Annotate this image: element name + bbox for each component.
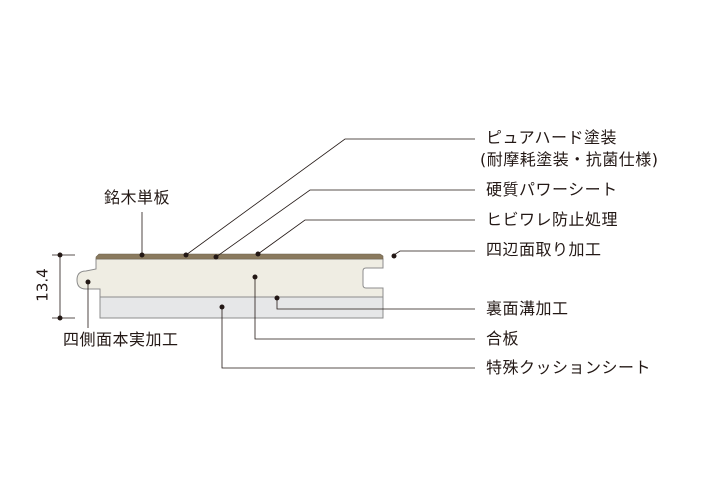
label-cushion-sheet: 特殊クッションシート [486, 358, 652, 377]
label-tongue-groove: 四側面本実加工 [63, 330, 179, 349]
label-pure-hard-coating-note: (耐摩耗塗装・抗菌仕様) [480, 150, 659, 169]
thickness-dimension [52, 254, 75, 319]
plywood-layer [76, 258, 384, 298]
label-back-groove: 裏面溝加工 [486, 299, 569, 318]
label-plywood: 合板 [486, 329, 520, 348]
thickness-value: 13.4 [33, 268, 52, 302]
label-hard-power-sheet: 硬質パワーシート [486, 180, 618, 199]
cushion-sheet-layer [99, 296, 384, 319]
label-pure-hard-coating: ピュアハード塗装 [486, 128, 618, 147]
leader-dots [85, 251, 397, 310]
label-crack-prevention: ヒビワレ防止処理 [486, 210, 619, 229]
leader-lines [87, 138, 475, 369]
veneer-layer [95, 253, 384, 260]
label-veneer: 銘木単板 [104, 188, 171, 207]
label-four-edge-chamfer: 四辺面取り加工 [486, 240, 602, 259]
